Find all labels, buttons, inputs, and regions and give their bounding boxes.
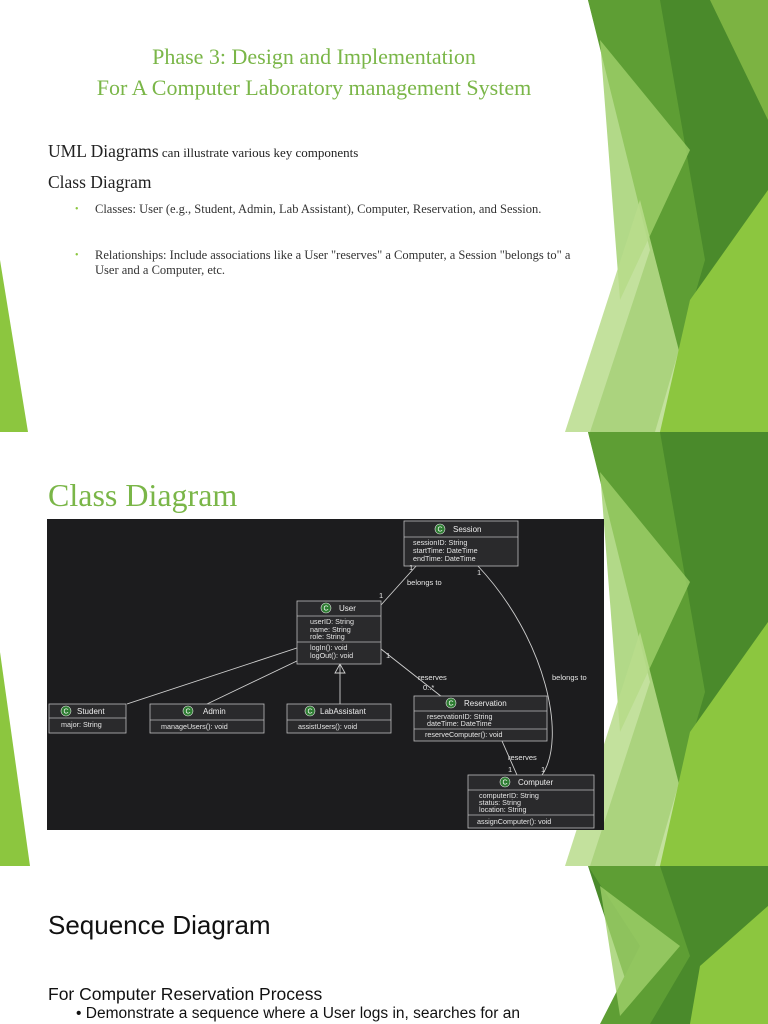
- class-computer: C Computer computerID: String status: St…: [467, 774, 595, 829]
- bullet-dot-icon: •: [75, 204, 79, 215]
- labassistant-name: LabAssistant: [320, 707, 367, 716]
- bullet-relationships: • Relationships: Include associations li…: [75, 248, 585, 278]
- label-belongs-to-user: belongs to: [407, 578, 442, 587]
- computer-attr-2: location: String: [479, 805, 527, 814]
- session-attr-2: endTime: DateTime: [413, 554, 476, 563]
- label-reserves-computer: reserves: [508, 753, 537, 762]
- bullet-classes-text: Classes: User (e.g., Student, Admin, Lab…: [95, 202, 542, 216]
- user-method-0: logIn(): void: [310, 643, 348, 652]
- slide-2-title: Class Diagram: [48, 477, 238, 513]
- mult-reservation-many: 0..*: [423, 683, 434, 692]
- admin-method-0: manageUsers(): void: [161, 722, 228, 731]
- class-reservation: C Reservation reservationID: String date…: [413, 695, 548, 742]
- user-icon-letter: C: [323, 606, 328, 613]
- computer-attr-1: status: String: [479, 798, 521, 807]
- user-name: User: [339, 604, 356, 613]
- reservation-attr-0: reservationID: String: [427, 712, 493, 721]
- mult-computer-right: 1: [541, 765, 545, 774]
- slide-1: Phase 3: Design and Implementation For A…: [0, 0, 768, 432]
- class-circle-c-icon: [434, 523, 446, 535]
- mult-session-top: 1: [409, 563, 413, 572]
- user-method-1: logOut(): void: [310, 651, 353, 660]
- computer-attr-0: computerID: String: [479, 791, 539, 800]
- slide-3-bullet-text: Demonstrate a sequence where a User logs…: [85, 1005, 520, 1022]
- label-belongs-to-computer: belongs to: [552, 673, 587, 682]
- class-circle-c-icon: [320, 602, 332, 614]
- bullet-dot-icon: •: [75, 250, 79, 261]
- bullet-relationships-text: Relationships: Include associations like…: [95, 248, 571, 277]
- slide-3-subtitle: For Computer Reservation Process: [48, 984, 323, 1004]
- class-user: C User userID: String name: String role:…: [296, 600, 382, 665]
- class-circle-c-icon: [182, 705, 194, 717]
- slide-1-title-line-1: Phase 3: Design and Implementation: [152, 44, 476, 69]
- uml-intro-lead: UML Diagrams: [48, 141, 159, 161]
- session-name: Session: [453, 525, 481, 534]
- user-attr-0: userID: String: [310, 617, 354, 626]
- slide-2: Class Diagram C: [0, 432, 768, 866]
- class-circle-c-icon: [499, 776, 511, 788]
- slide-3: Sequence Diagram For Computer Reservatio…: [0, 866, 768, 1024]
- admin-name: Admin: [203, 707, 226, 716]
- admin-icon-letter: C: [185, 709, 190, 716]
- computer-method-0: assignComputer(): void: [477, 817, 551, 826]
- bullet-dot-icon: •: [76, 1005, 82, 1022]
- computer-icon-letter: C: [502, 780, 507, 787]
- class-circle-c-icon: [60, 705, 72, 717]
- class-student: C Student major: String: [48, 703, 127, 734]
- class-labassistant: C LabAssistant assistUsers(): void: [286, 703, 392, 734]
- slide-3-title: Sequence Diagram: [48, 910, 271, 940]
- mult-user-top: 1: [379, 591, 383, 600]
- computer-name: Computer: [518, 778, 553, 787]
- slide-1-title-line-2: For A Computer Laboratory management Sys…: [96, 75, 532, 100]
- uml-intro-rest: can illustrate various key components: [158, 145, 359, 160]
- user-attr-2: role: String: [310, 632, 345, 641]
- slide-3-bullet: • Demonstrate a sequence where a User lo…: [76, 1005, 520, 1023]
- relationship-labels: belongs to belongs to reserves reserves …: [379, 563, 587, 774]
- mult-session-right: 1: [477, 568, 481, 577]
- class-admin: C Admin manageUsers(): void: [149, 703, 265, 734]
- session-icon-letter: C: [437, 527, 442, 534]
- label-reserves-user: reserves: [418, 673, 447, 682]
- labassistant-icon-letter: C: [307, 709, 312, 716]
- labassistant-method-0: assistUsers(): void: [298, 722, 357, 731]
- session-attr-1: startTime: DateTime: [413, 546, 478, 555]
- reservation-attr-1: dateTime: DateTime: [427, 719, 492, 728]
- class-session: C Session sessionID: String startTime: D…: [403, 520, 519, 567]
- bullet-classes: • Classes: User (e.g., Student, Admin, L…: [75, 202, 585, 217]
- user-attr-1: name: String: [310, 625, 351, 634]
- student-attr-0: major: String: [61, 720, 102, 729]
- mult-computer-left: 1: [508, 765, 512, 774]
- reservation-method-0: reserveComputer(): void: [425, 730, 503, 739]
- reservation-icon-letter: C: [448, 701, 453, 708]
- reservation-name: Reservation: [464, 699, 507, 708]
- mult-user-right: 1: [386, 651, 390, 660]
- class-diagram-subheading: Class Diagram: [48, 172, 152, 192]
- diagram-connectors: [126, 564, 553, 776]
- class-circle-c-icon: [304, 705, 316, 717]
- uml-intro: UML Diagrams can illustrate various key …: [48, 141, 358, 162]
- class-diagram-svg: C Session sessionID: String startTime: D…: [48, 520, 595, 829]
- session-attr-0: sessionID: String: [413, 538, 467, 547]
- student-icon-letter: C: [63, 709, 68, 716]
- student-name: Student: [77, 707, 105, 716]
- class-circle-c-icon: [445, 697, 457, 709]
- class-diagram-image: C Session sessionID: String startTime: D…: [47, 519, 604, 830]
